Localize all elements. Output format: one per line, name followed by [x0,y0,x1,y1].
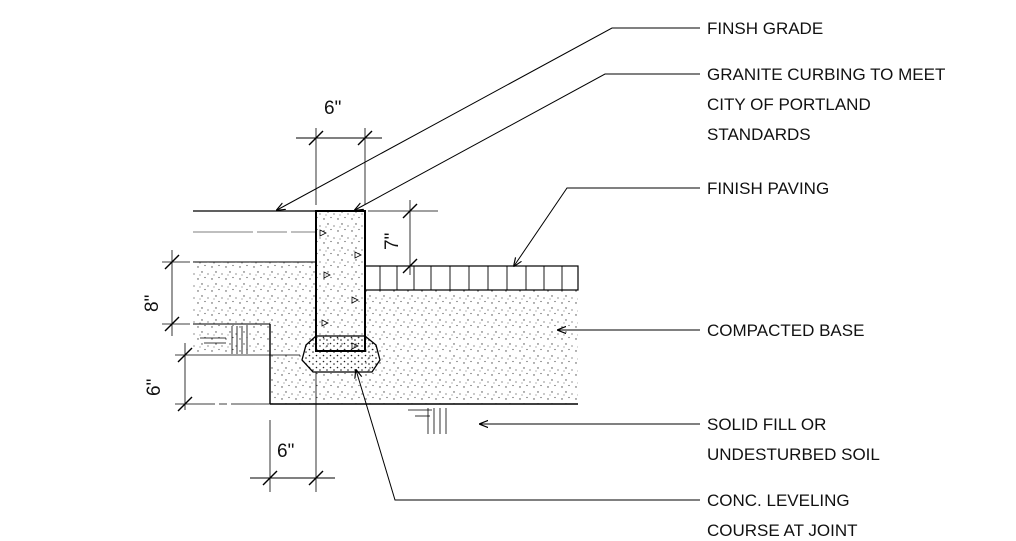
dimension-curb-reveal: 7" [368,200,438,275]
finish-paving-callout: FINISH PAVING [707,179,829,198]
granite-curbing-callout-line-3: STANDARDS [707,125,811,144]
finish-grade-lines [193,210,316,263]
leveling-course-callout-line-1: CONC. LEVELING [707,491,850,510]
solid-fill-callout-line-2: UNDESTURBED SOIL [707,445,880,464]
dimension-base-depth: 8" [142,250,190,336]
footing-depth-label: 6" [144,379,165,396]
compacted-base [193,262,578,405]
dimension-footing-width: 6" [250,372,335,492]
dimension-curb-width: 6" [296,98,382,205]
solid-fill-callout-line-1: SOLID FILL OR [707,415,826,434]
leveling-course-callout-line-2: COURSE AT JOINT [707,521,858,540]
compacted-base-callout: COMPACTED BASE [707,321,864,340]
curb-width-label: 6" [324,98,341,119]
leader-lines [277,27,700,501]
footing-width-label: 6" [277,441,294,462]
granite-curbing-callout-line-2: CITY OF PORTLAND [707,95,871,114]
soil-hatch [200,326,447,434]
granite-curbing-callout-line-1: GRANITE CURBING TO MEET [707,65,945,84]
callout-labels: FINSH GRADE GRANITE CURBING TO MEET CITY… [707,19,945,540]
finish-grade-callout: FINSH GRADE [707,19,823,38]
base-depth-label: 8" [142,295,163,312]
dimension-footing-depth: 6" [144,343,300,412]
granite-curb [315,210,366,352]
curb-reveal-label: 7" [382,233,403,250]
finish-paving [364,265,579,291]
